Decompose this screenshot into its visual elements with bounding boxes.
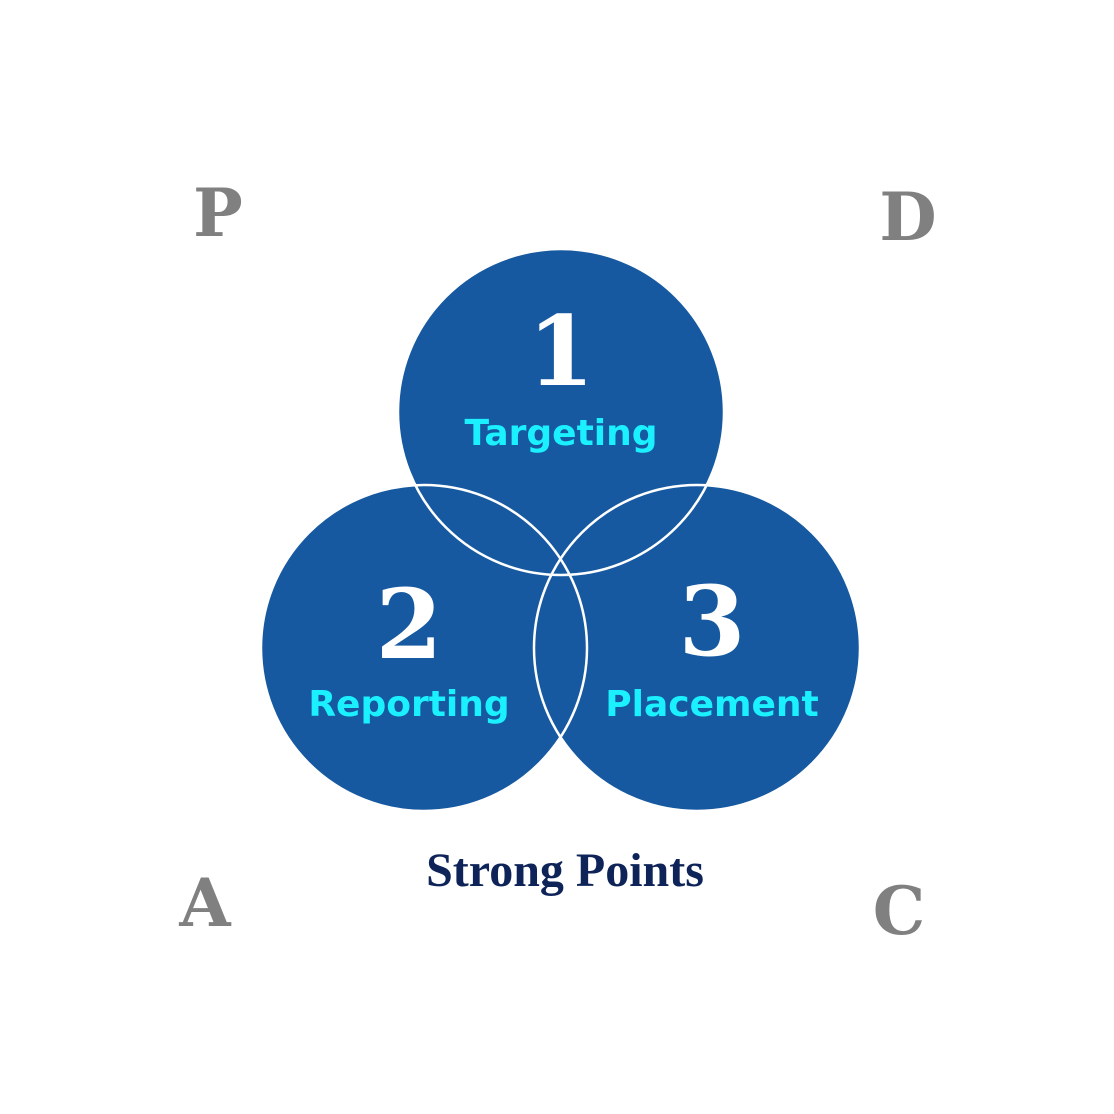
corner-letter-a: A — [178, 864, 231, 942]
outline-placement — [532, 483, 862, 813]
circle-number-1: 1 — [528, 295, 595, 408]
circle-label-placement: Placement — [605, 684, 819, 725]
corner-letter-d: D — [879, 178, 936, 256]
corner-letter-c: C — [873, 872, 926, 950]
circle-label-reporting: Reporting — [308, 684, 509, 725]
circle-number-2: 2 — [376, 568, 443, 681]
circle-label-targeting: Targeting — [464, 413, 657, 454]
outline-targeting — [396, 247, 726, 577]
circle-number-3: 3 — [679, 565, 746, 678]
diagram-caption: Strong Points — [426, 844, 704, 897]
corner-letter-p: P — [193, 174, 243, 252]
outline-reporting — [259, 483, 589, 813]
